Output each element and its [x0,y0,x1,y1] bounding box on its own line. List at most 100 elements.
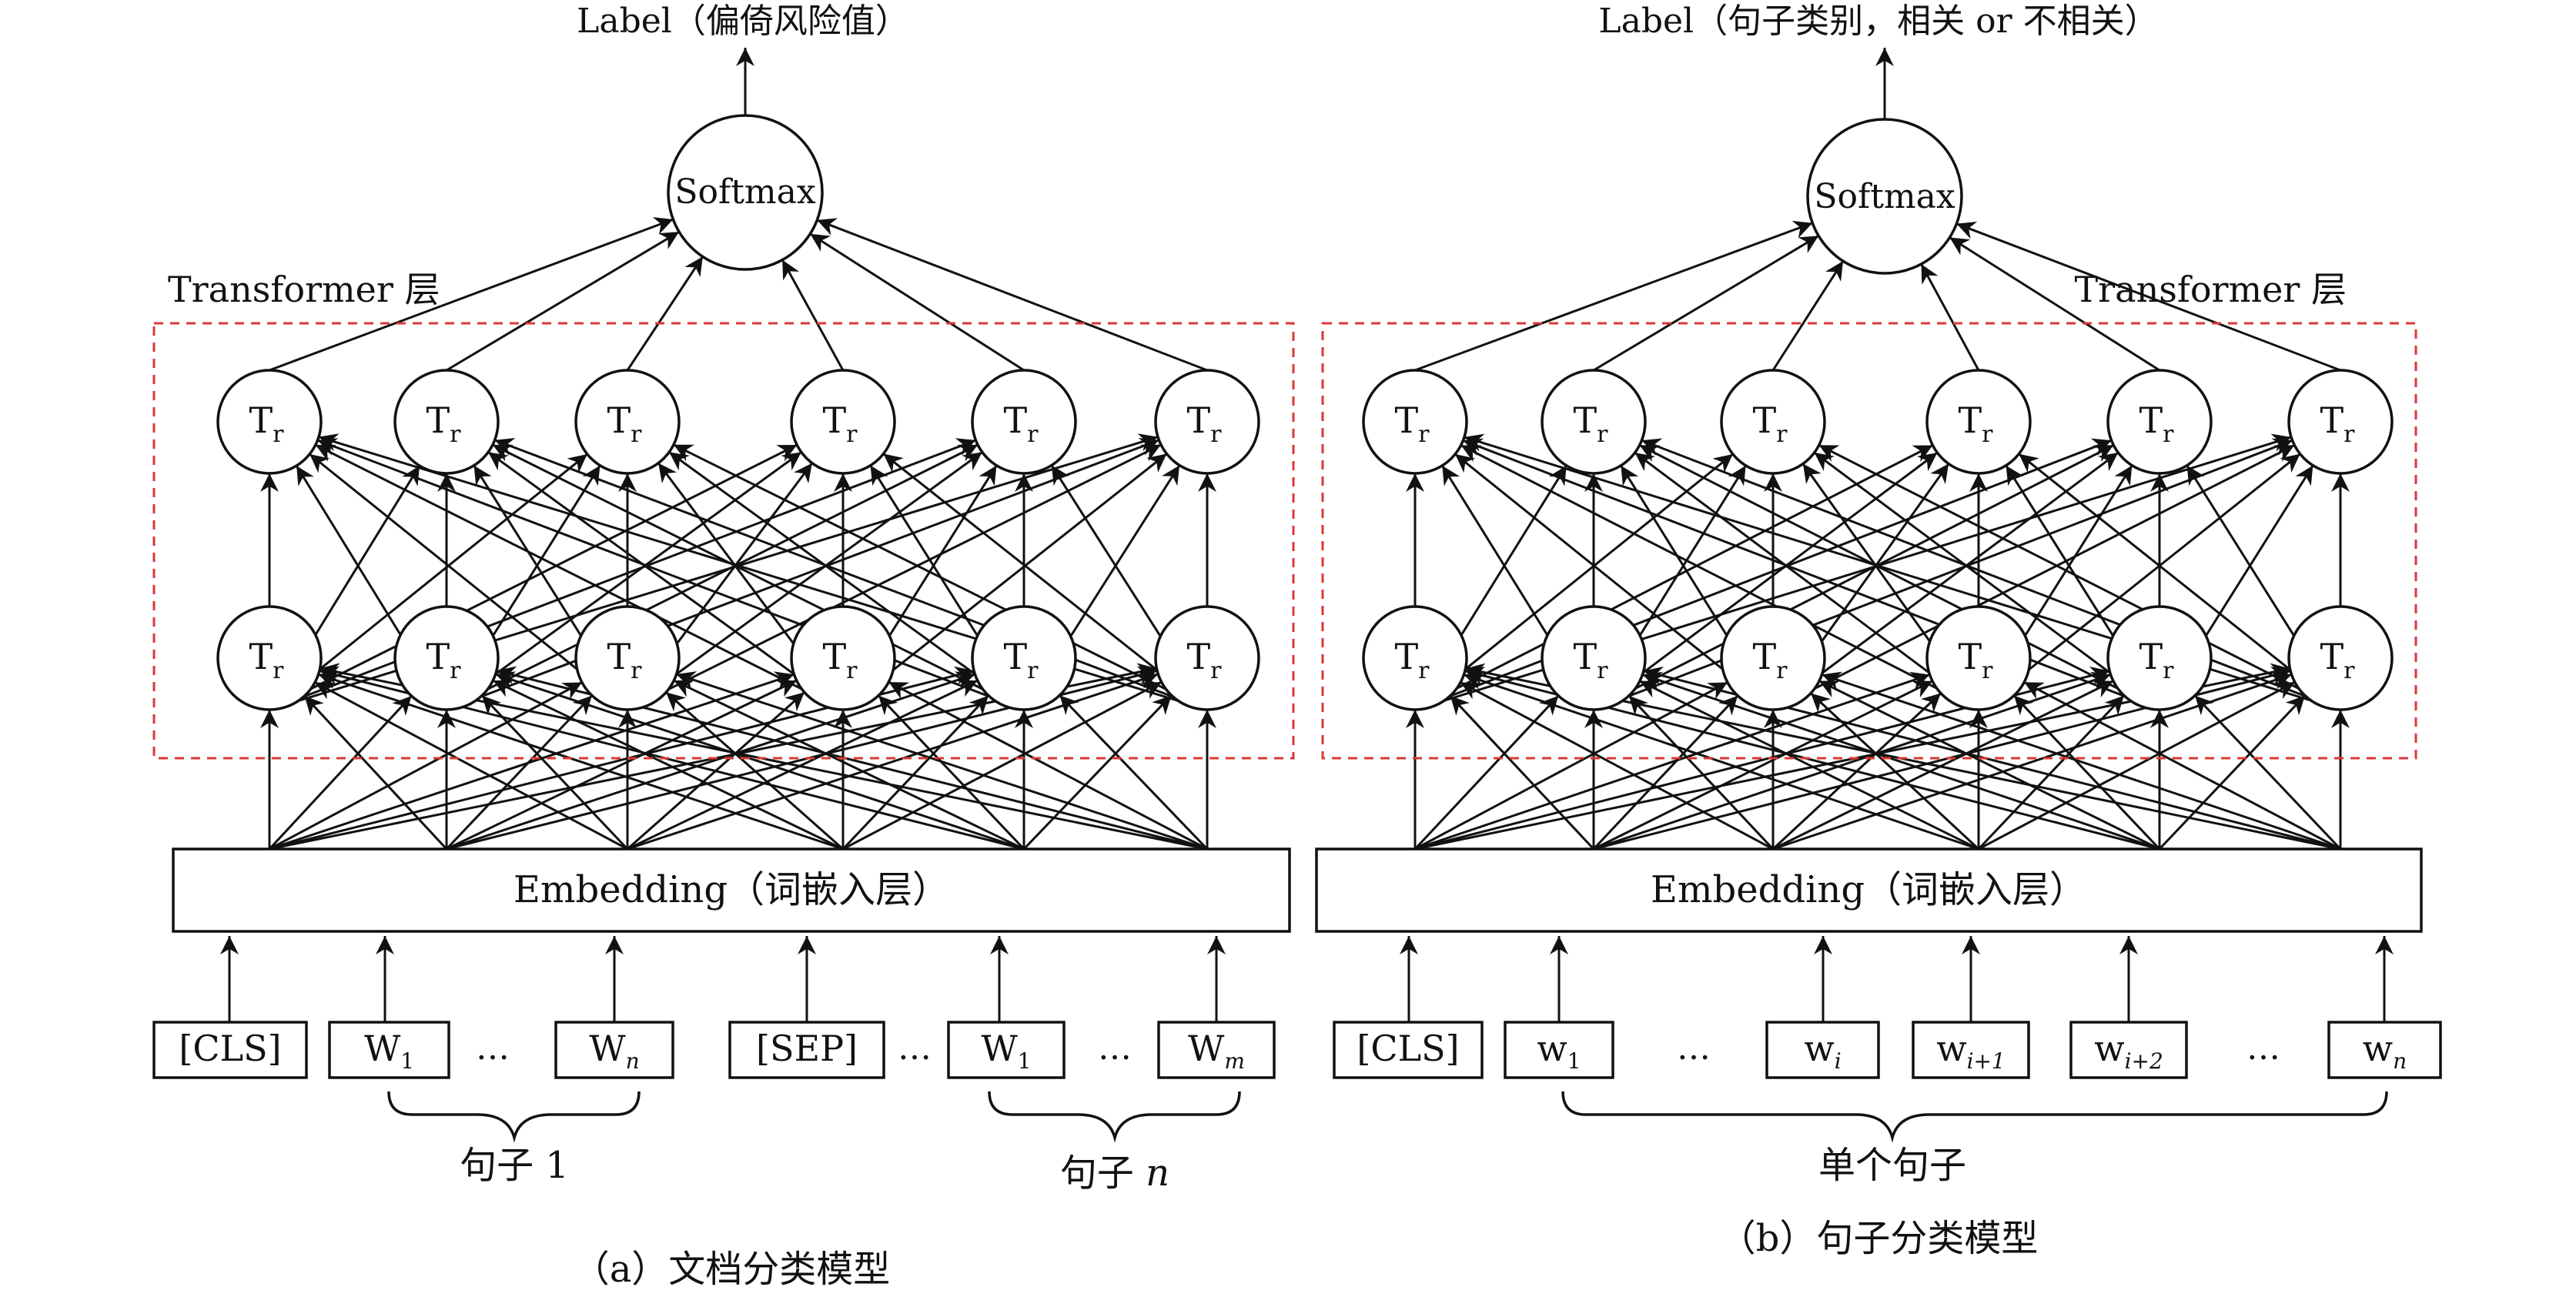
embed-to-tr1-edge [1022,694,1173,851]
tr1-to-tr2-edge [1772,451,2119,711]
panel-a-transformer-layer-label: Transformer 层 [168,269,440,310]
tr-label: Tr [1394,399,1430,448]
embed-to-tr1-edge [480,694,629,851]
embed-to-tr1-edge [1822,671,2341,851]
embed-to-tr1-edge [1639,680,1979,851]
embed-to-tr1-edge [1463,671,1979,851]
tr-label: Tr [2139,399,2174,448]
tr-node-layer2-5: Tr [971,369,1077,475]
tr-label: Tr [426,636,461,684]
tr-node-layer1-5: Tr [971,605,1077,711]
tr1-to-tr2-edge [446,451,802,711]
panel-a-ellipsis-1: … [476,1028,510,1068]
embed-to-tr1-edge [446,679,798,851]
panel-b-ellipsis-1: … [1677,1028,1711,1068]
tr2-to-softmax-edge [816,218,1208,372]
panel-b-embedding-label: Embedding（词嵌入层） [1651,868,2086,911]
tr-node-layer2-6: Tr [1154,369,1260,475]
token-box-5: W1 [947,1021,1066,1079]
token-label: wi [1804,1028,1841,1074]
embed-to-tr1-edge [1414,671,1931,851]
tr1-to-tr2-edge [446,443,979,711]
embed-to-tr1-edge [1628,694,1775,851]
embed-to-tr1-edge [318,671,844,851]
tr1-to-tr2-edge [1639,444,2160,711]
panel-a-softmax-label: Softmax [674,172,816,212]
panel-a-softmax-node: Softmax [667,114,824,271]
token-label: [CLS] [179,1028,281,1069]
tr1-to-tr2-edge [673,443,1208,711]
tr-label: Tr [822,636,858,684]
tr1-to-tr2-edge [668,451,1025,711]
tr-node-layer1-1: Tr [1362,605,1468,711]
tr-label: Tr [1186,399,1222,448]
panel-a-brace-sentence-1 [387,1091,641,1143]
tr1-to-tr2-edge [1818,443,2341,711]
tr-node-layer2-1: Tr [1362,369,1468,475]
panel-b: Label（句子类别，相关 or 不相关） Transformer 层 Soft… [1315,2,2442,1260]
embed-to-tr1-edge [627,679,979,851]
embed-to-tr1-edge [673,679,1025,851]
tr-label: Tr [2320,399,2355,448]
tr1-to-tr2-edge [842,453,1168,711]
token-label: W1 [981,1028,1031,1074]
tr-node-layer2-3: Tr [1720,369,1826,475]
tr1-to-tr2-edge [1593,438,2293,711]
tr-node-layer1-3: Tr [1720,605,1826,711]
token-label: w1 [1537,1028,1581,1074]
tr2-to-softmax-edge [446,230,680,372]
tr-node-layer1-6: Tr [2287,605,2394,711]
embed-to-tr1-edge [842,680,1163,851]
tr1-to-tr2-edge [1593,451,1939,711]
tr-node-layer2-5: Tr [2106,369,2213,475]
embed-to-tr1-edge [2023,680,2341,851]
tr2-to-softmax-edge [809,232,1025,372]
tr2-to-softmax-edge [781,259,845,371]
panel-a-ellipsis-3: … [1098,1028,1132,1068]
panel-b-brace-label: 单个句子 [1818,1144,1966,1187]
tr-node-layer2-3: Tr [574,369,681,475]
embed-to-tr1-edge [303,695,448,851]
tr-node-layer1-4: Tr [790,605,896,711]
tr1-to-tr2-edge [1772,443,2295,711]
embed-to-tr1-edge [665,691,844,851]
embed-to-tr1-edge [1642,671,2160,851]
embed-to-tr1-edge [1978,680,2296,851]
panel-a-brace-sentence-n [988,1091,1241,1143]
tr1-to-tr2-edge [1414,453,1734,711]
token-box-3: Wn [554,1021,674,1079]
token-label: wi+2 [2094,1028,2163,1074]
tr1-to-tr2-edge [269,438,976,711]
token-box-5: wi+2 [2069,1021,2188,1079]
tr-label: Tr [426,399,461,448]
tr-node-layer1-1: Tr [216,605,323,711]
token-label: wi+1 [1936,1028,2006,1074]
embed-to-tr1-edge [314,681,628,851]
tr1-to-tr2-edge [1593,444,2114,711]
embed-to-tr1-edge [1414,681,1728,851]
panel-b-transformer-layer-box [1321,322,2417,760]
token-box-2: w1 [1504,1021,1614,1079]
tr-label: Tr [1958,636,1993,684]
tr-node-layer1-6: Tr [1154,605,1260,711]
tr-label: Tr [1573,399,1608,448]
tr2-to-softmax-edge [1920,263,1980,371]
panel-b-transformer-layer-label: Transformer 层 [2075,269,2347,310]
tr-node-layer2-4: Tr [1925,369,2032,475]
tr-label: Tr [2139,636,2174,684]
tr-label: Tr [822,399,858,448]
tr2-to-softmax-edge [269,217,674,372]
tr1-to-tr2-edge [487,451,844,711]
tr1-to-tr2-edge [1634,451,1979,711]
tr-label: Tr [1573,636,1608,684]
embed-to-tr1-edge [1413,694,1560,851]
panel-a-embedding-layer: Embedding（词嵌入层） [172,847,1291,933]
tr-label: Tr [1003,399,1039,448]
token-box-4: wi+1 [1912,1021,2030,1079]
tr-label: Tr [607,636,642,684]
tr1-to-tr2-edge [269,453,588,711]
